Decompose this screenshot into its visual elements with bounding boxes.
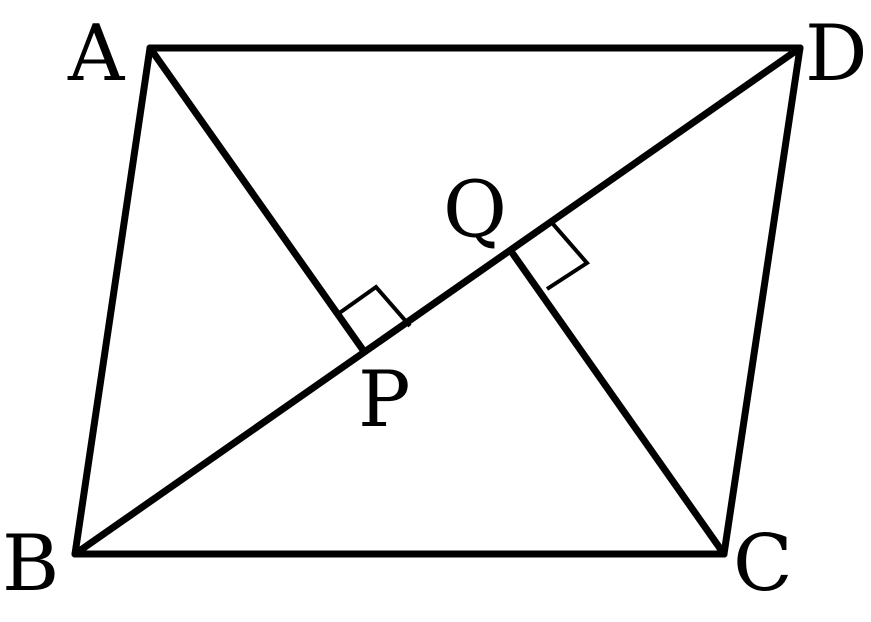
- perpendicular-ap: [146, 44, 367, 354]
- perpendicular-cq: [509, 250, 728, 558]
- diagonal-bd: [71, 44, 804, 558]
- side-ab: [71, 44, 154, 558]
- label-d: D: [805, 9, 868, 99]
- label-p: P: [358, 355, 410, 445]
- label-a: A: [67, 9, 126, 99]
- side-cd: [720, 44, 804, 558]
- label-c: C: [733, 519, 793, 609]
- right-angle-mark-q: [545, 222, 591, 291]
- label-q: Q: [443, 165, 507, 255]
- label-b: B: [2, 519, 59, 609]
- right-angle-mark-p: [336, 284, 412, 328]
